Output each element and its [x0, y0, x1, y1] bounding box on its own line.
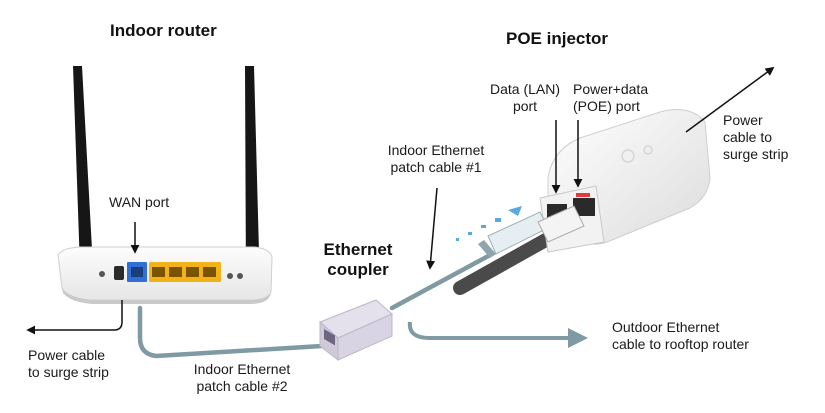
- patch-cable-1: [389, 251, 495, 311]
- outdoor-cable-label-line2: cable to rooftop router: [612, 336, 749, 352]
- router-wan-port-socket: [131, 267, 143, 277]
- outdoor-cable-label: Outdoor Ethernet cable to rooftop router: [612, 319, 749, 353]
- router-power-cable-label-line1: Power cable: [28, 347, 106, 363]
- poe-port-marker: [576, 193, 590, 197]
- poe-power-arrow: [685, 66, 775, 133]
- router-power-arrow: [26, 300, 123, 335]
- ethernet-coupler: [319, 299, 393, 362]
- router-power-cable-label-line2: to surge strip: [28, 364, 109, 380]
- patch-cable-2: [137, 305, 325, 359]
- patch-cable-2-label-line1: Indoor Ethernet: [193, 361, 291, 377]
- motion-dashes: [456, 206, 522, 241]
- outdoor-ethernet-cable: [407, 321, 588, 348]
- router-reset-button: [227, 273, 233, 279]
- patch-cable-1-label-line1: Indoor Ethernet: [387, 142, 485, 158]
- patch-cable-2-label-line2: patch cable #2: [196, 378, 288, 394]
- poe-port-label: Power+data (POE) port: [573, 81, 648, 115]
- coupler-heading: Ethernet coupler: [312, 240, 404, 280]
- indoor-router: [57, 66, 273, 304]
- router-led-left: [99, 271, 105, 277]
- poe-logo: [621, 149, 635, 163]
- router-antenna-right: [245, 66, 260, 290]
- wan-port-label: WAN port: [109, 194, 170, 210]
- coupler-heading-line1: Ethernet: [323, 240, 393, 259]
- poe-plug: [537, 205, 585, 243]
- router-heading: Indoor router: [110, 21, 217, 40]
- router-lan-ports: [149, 262, 221, 282]
- router-power-jack: [114, 266, 124, 280]
- patch-cable-1-label: Indoor Ethernet patch cable #1: [376, 142, 496, 176]
- router-antenna-left: [73, 66, 93, 268]
- data-lan-port-label-line2: port: [512, 98, 538, 114]
- outdoor-ethernet-cable-dark: [453, 225, 567, 295]
- outdoor-cable-label-line1: Outdoor Ethernet: [612, 319, 720, 335]
- patch-cable-2-label: Indoor Ethernet patch cable #2: [180, 361, 304, 395]
- router-led-right: [237, 273, 243, 279]
- router-power-cable-label: Power cable to surge strip: [28, 347, 109, 381]
- poe-power-cable-label-line1: Power: [723, 112, 763, 128]
- poe-power-cable-label-line2: cable to: [723, 129, 773, 145]
- poe-heading: POE injector: [506, 29, 609, 48]
- patch-cable-1-arrow: [426, 187, 438, 270]
- data-lan-port-label-line1: Data (LAN): [489, 81, 561, 97]
- poe-port-label-line2: (POE) port: [573, 98, 640, 114]
- coupler-heading-line2: coupler: [327, 260, 389, 279]
- poe-port-label-line1: Power+data: [573, 81, 649, 97]
- poe-power-cable-label: Power cable to surge strip: [723, 112, 788, 163]
- poe-power-cable-label-line3: surge strip: [723, 146, 789, 162]
- router-underside: [62, 288, 271, 304]
- poe-led: [643, 145, 653, 155]
- patch-cable-1-label-line2: patch cable #1: [390, 159, 482, 175]
- data-lan-port-label: Data (LAN) port: [485, 81, 565, 115]
- poe-poe-port: [573, 198, 595, 216]
